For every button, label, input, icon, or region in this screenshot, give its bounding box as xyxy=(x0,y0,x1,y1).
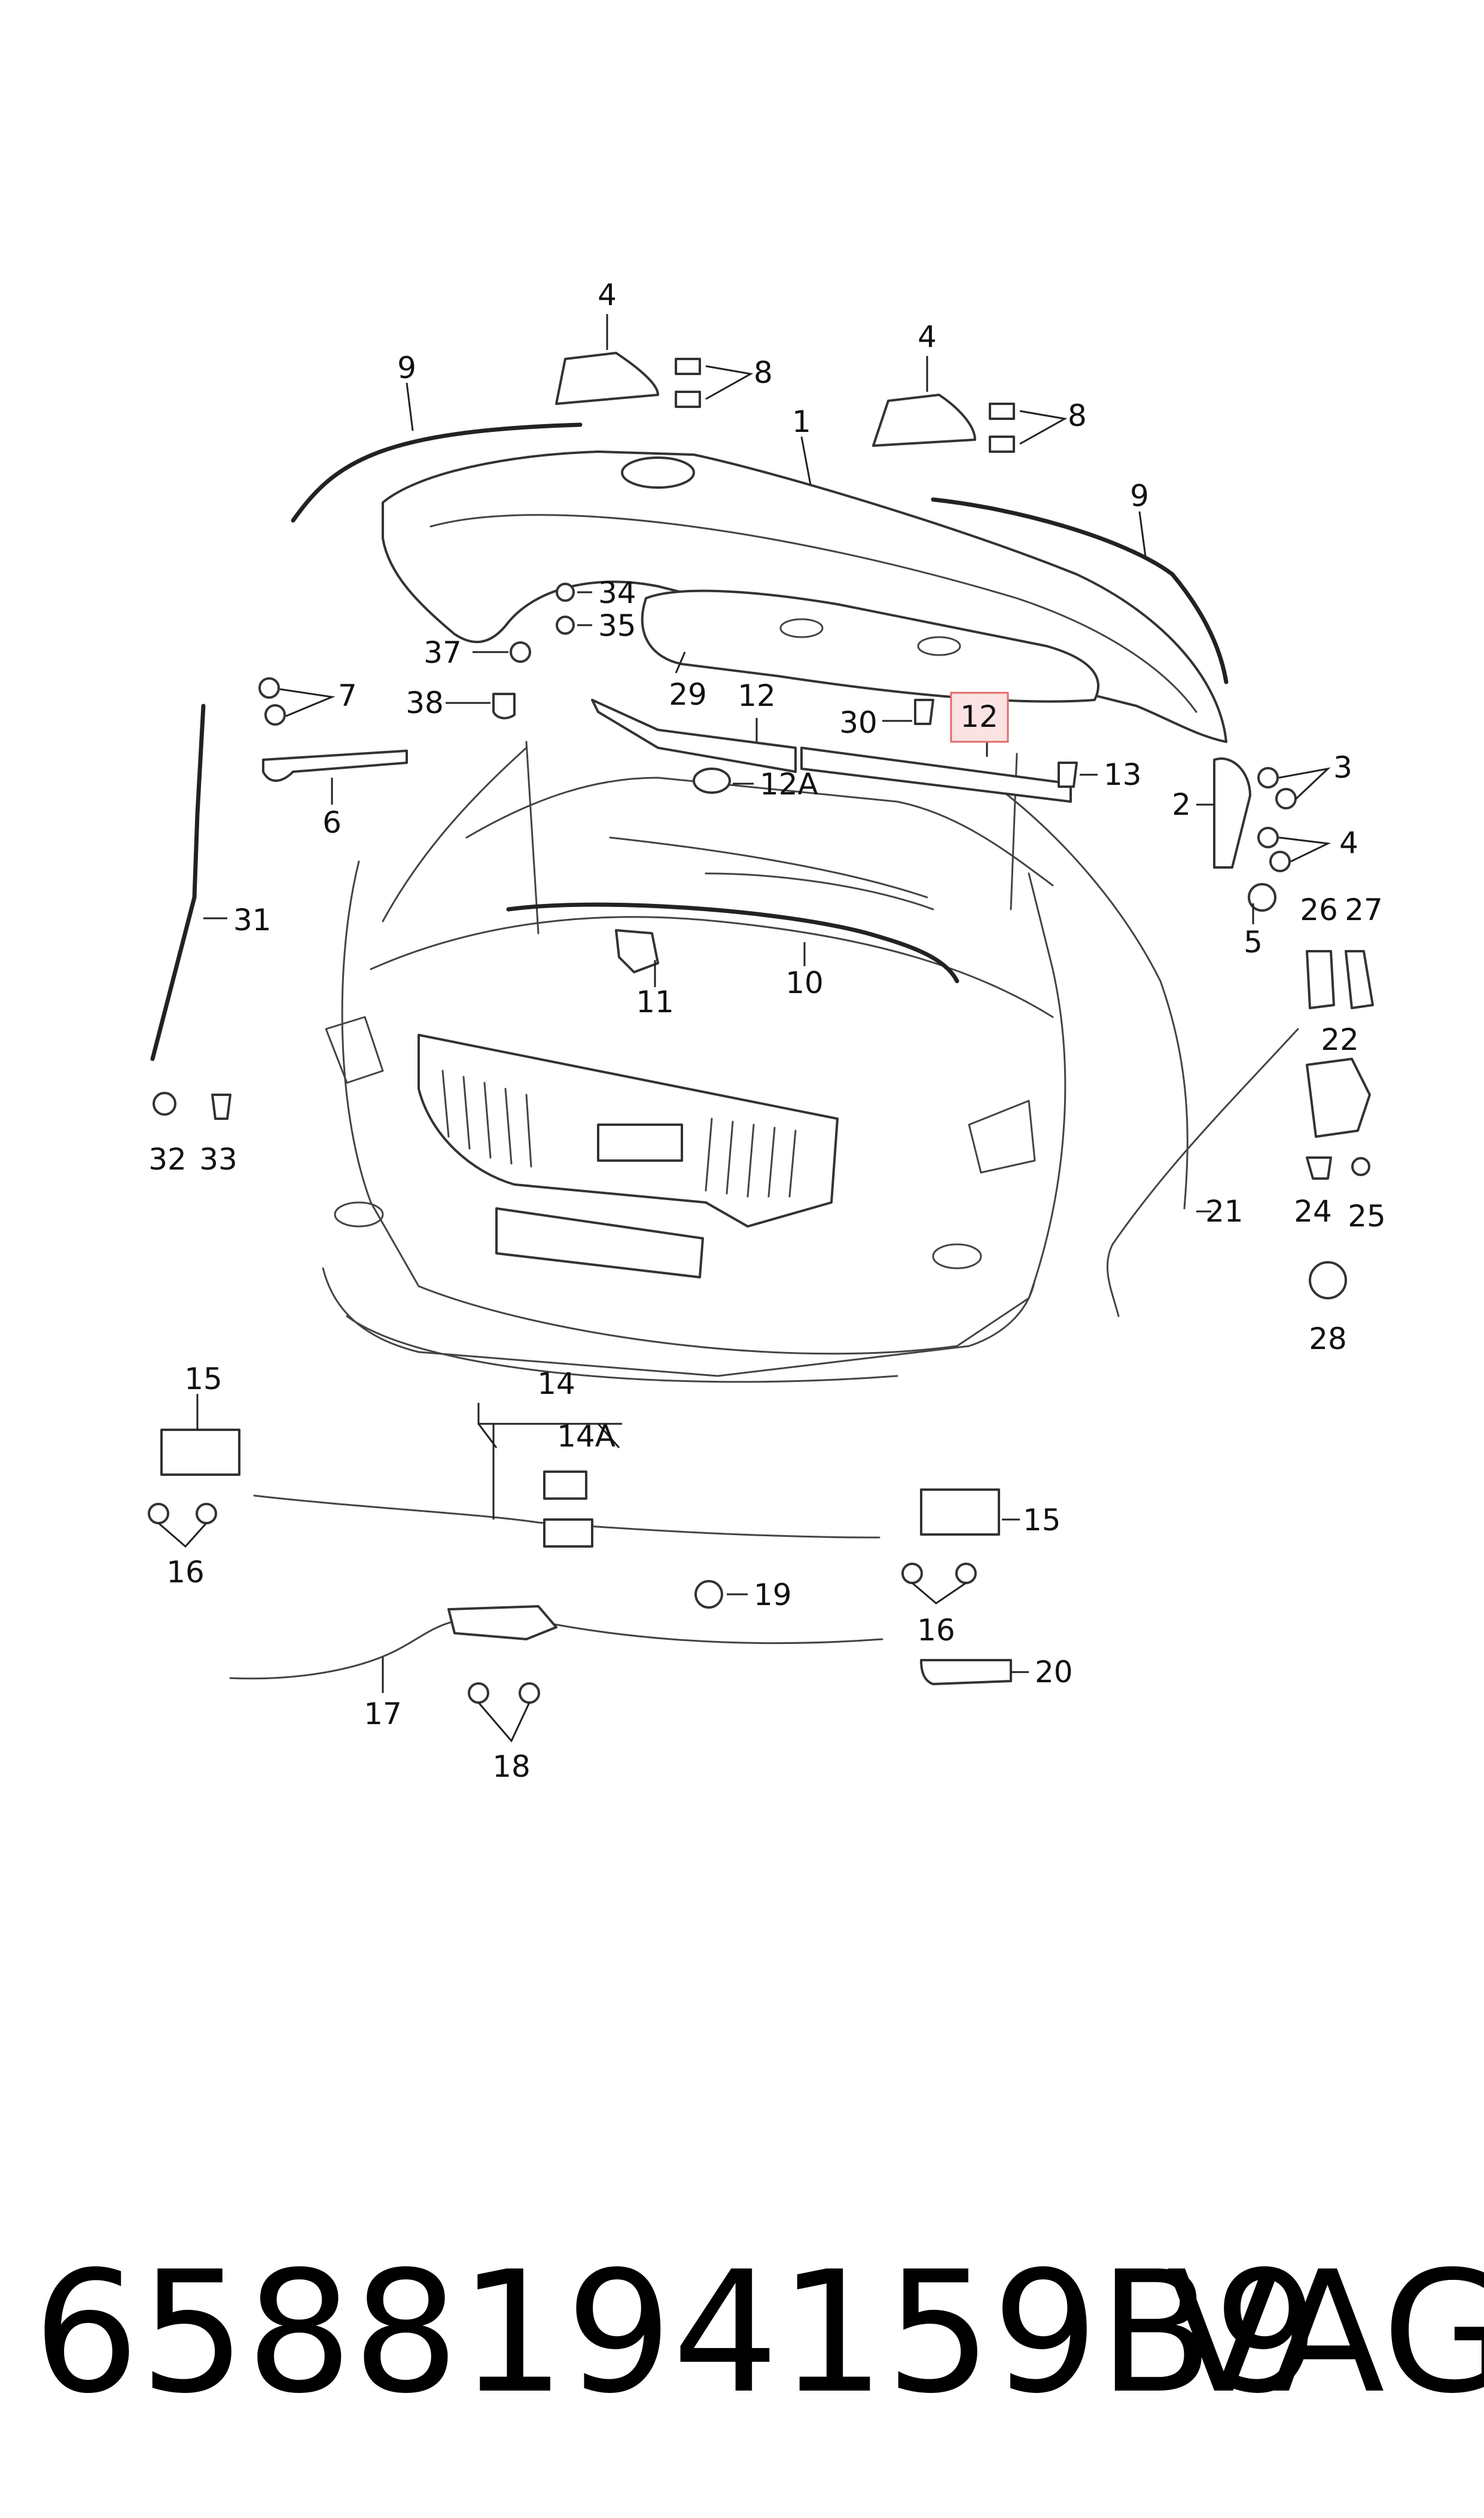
gas-strut-31 xyxy=(150,704,206,1061)
screw-24 xyxy=(1306,1156,1332,1180)
release-22 xyxy=(1306,1058,1371,1138)
callout-7: 7 xyxy=(338,678,357,713)
grommet-34 xyxy=(556,583,575,602)
callout-24: 24 xyxy=(1294,1194,1332,1229)
callout-9-right: 9 xyxy=(1130,479,1149,513)
callout-20: 20 xyxy=(1035,1655,1073,1689)
callout-12a: 12A xyxy=(760,767,818,802)
brand-label: VAG xyxy=(1166,2236,1484,2431)
callout-2: 2 xyxy=(1172,787,1191,822)
clip-14a xyxy=(543,1470,587,1500)
callout-25: 25 xyxy=(1348,1199,1386,1234)
trim-2 xyxy=(1213,757,1251,869)
callout-16-right: 16 xyxy=(917,1613,955,1648)
bolts-4-side xyxy=(1257,827,1291,872)
part-number: 6588194159B9 xyxy=(33,2236,1320,2431)
callout-37: 37 xyxy=(423,635,462,670)
callout-33: 33 xyxy=(199,1142,237,1177)
callout-18: 18 xyxy=(492,1749,531,1784)
handle-20 xyxy=(920,1659,1012,1685)
callout-12-highlighted: 12 xyxy=(960,699,998,734)
highlight-box xyxy=(950,692,1009,743)
callout-14a: 14A xyxy=(557,1419,615,1454)
callout-30: 30 xyxy=(839,705,877,740)
grommet-28 xyxy=(1309,1261,1347,1299)
clip-19 xyxy=(694,1580,723,1609)
bolts-18 xyxy=(468,1682,540,1704)
callout-10: 10 xyxy=(785,966,824,1000)
cable-14 xyxy=(253,1494,880,1539)
callout-8-left: 8 xyxy=(754,355,773,390)
callout-29: 29 xyxy=(669,677,707,712)
clip-13 xyxy=(1058,762,1078,788)
plug-12a xyxy=(693,768,731,794)
callout-26: 26 xyxy=(1300,893,1338,927)
cable-21 xyxy=(1106,1028,1299,1317)
seal-strip-9-right xyxy=(931,497,1229,684)
callout-8-right: 8 xyxy=(1068,398,1087,433)
bracket-11 xyxy=(615,929,659,973)
callout-34: 34 xyxy=(598,576,636,610)
callout-21: 21 xyxy=(1205,1194,1244,1229)
cowl-seal-12-right xyxy=(800,747,1072,803)
seal-strip-9-left xyxy=(291,422,583,523)
bolts-7 xyxy=(258,677,286,726)
callout-5: 5 xyxy=(1244,925,1263,960)
callout-31: 31 xyxy=(233,903,272,937)
cable-joint-14 xyxy=(543,1518,593,1548)
callout-4-side: 4 xyxy=(1339,826,1358,860)
hinge-4-left xyxy=(555,352,659,405)
nuts-3 xyxy=(1257,767,1297,809)
callout-11: 11 xyxy=(636,985,674,1019)
callout-4-right: 4 xyxy=(918,319,937,354)
screw-25 xyxy=(1351,1157,1370,1176)
insulation-mat xyxy=(641,589,1099,703)
callout-32: 32 xyxy=(148,1142,187,1177)
buffer-5 xyxy=(1248,883,1276,912)
buffer-37 xyxy=(510,641,531,663)
callout-4-left: 4 xyxy=(598,278,617,312)
callout-13: 13 xyxy=(1104,757,1142,792)
lock-15-left xyxy=(160,1429,240,1476)
callout-35: 35 xyxy=(598,608,636,643)
cable-17 xyxy=(229,1620,883,1680)
car-body xyxy=(322,741,1189,1383)
callout-22: 22 xyxy=(1321,1022,1359,1057)
grommet-35 xyxy=(556,616,575,635)
callout-1: 1 xyxy=(792,404,811,439)
callout-15-left: 15 xyxy=(184,1362,223,1396)
callout-15-right: 15 xyxy=(1023,1503,1061,1537)
callout-17: 17 xyxy=(364,1697,402,1731)
clip-30 xyxy=(914,699,934,725)
callout-6: 6 xyxy=(322,805,342,840)
cover-27 xyxy=(1345,950,1374,1009)
clip-33 xyxy=(211,1094,231,1120)
callout-16-left: 16 xyxy=(166,1555,205,1590)
cable-joint-17 xyxy=(447,1605,557,1640)
cover-26 xyxy=(1306,950,1335,1009)
callout-12: 12 xyxy=(738,678,776,713)
lock-15-right xyxy=(920,1488,1000,1536)
hinge-4-right xyxy=(872,394,976,447)
callout-28: 28 xyxy=(1309,1322,1347,1356)
grommet-32 xyxy=(153,1092,176,1116)
callout-27: 27 xyxy=(1345,893,1383,927)
callout-19: 19 xyxy=(754,1578,792,1612)
callout-14: 14 xyxy=(537,1366,575,1401)
callout-3: 3 xyxy=(1333,750,1352,785)
cowl-seal-12 xyxy=(591,699,797,773)
prop-bracket-6 xyxy=(262,750,408,782)
seal-10 xyxy=(506,902,959,984)
callouts: 1 2 3 4 4 4 5 6 7 8 8 9 9 10 11 12 12 12… xyxy=(148,278,1386,1784)
callout-9-left: 9 xyxy=(397,351,416,385)
buffer-38 xyxy=(492,693,516,720)
bolts-8 xyxy=(675,358,1015,453)
callout-38: 38 xyxy=(406,686,444,720)
